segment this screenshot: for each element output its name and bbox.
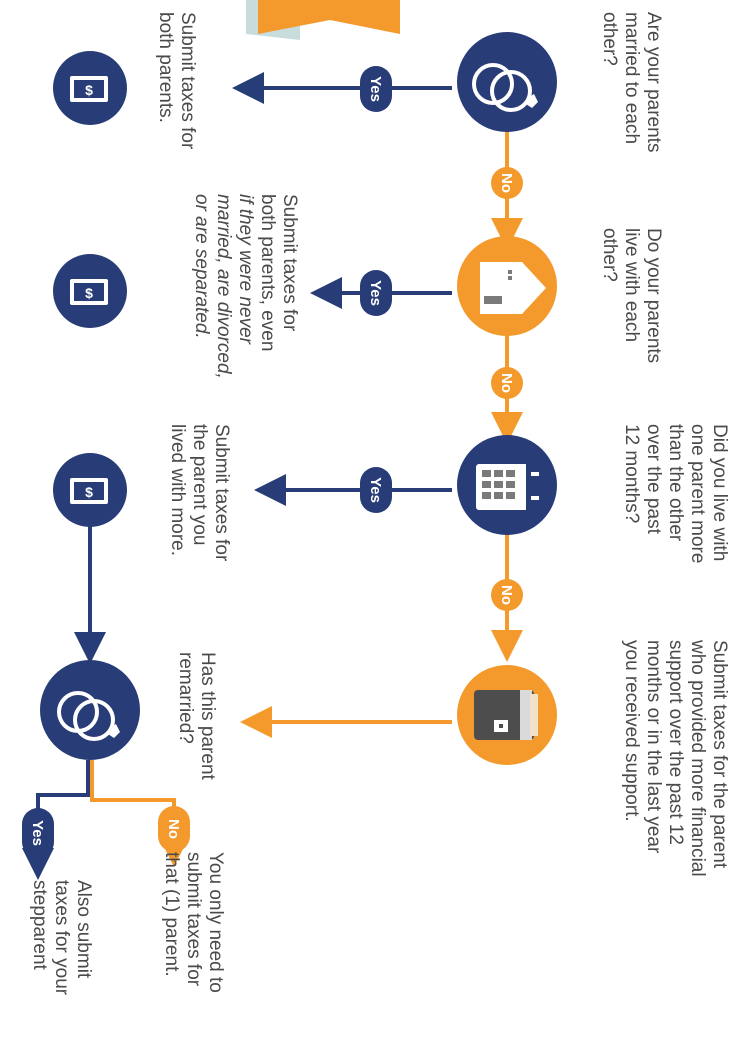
result-financial-support: Submit taxes for the parent who provided… bbox=[621, 640, 730, 877]
svg-text:Yes: Yes bbox=[367, 477, 384, 503]
badge-yes-2: Yes bbox=[360, 270, 392, 316]
svg-text:$: $ bbox=[85, 82, 93, 98]
result-stepparent: Also submit taxes for your stepparent bbox=[29, 880, 94, 996]
badge-yes-3: Yes bbox=[360, 467, 392, 513]
svg-text:Yes: Yes bbox=[29, 820, 46, 846]
badge-no-2: No bbox=[491, 367, 523, 399]
question-live-together: Do your parents live with each other? bbox=[599, 228, 664, 364]
result-parent-lived-with: Submit taxes for the parent you lived wi… bbox=[167, 424, 232, 562]
svg-text:No: No bbox=[498, 173, 515, 193]
question-lived-with-one: Did you live with one parent more than t… bbox=[621, 424, 730, 564]
result-one-parent: You only need to submit taxes for that (… bbox=[161, 852, 226, 993]
badge-yes-4: Yes bbox=[22, 808, 54, 858]
house-icon bbox=[457, 236, 557, 336]
question-married: Are your parents married to each other? bbox=[599, 12, 664, 153]
badge-no-1: No bbox=[491, 167, 523, 199]
money-bill-icon: $ bbox=[53, 453, 127, 527]
svg-text:No: No bbox=[498, 373, 515, 393]
svg-text:Yes: Yes bbox=[367, 280, 384, 306]
money-bill-icon: $ bbox=[53, 254, 127, 328]
question-remarried: Has this parent remarried? bbox=[175, 652, 218, 780]
header-banner-decoration bbox=[246, 0, 400, 40]
badge-no-4: No bbox=[158, 806, 190, 852]
svg-text:No: No bbox=[165, 819, 182, 839]
svg-text:$: $ bbox=[85, 285, 93, 301]
wedding-rings-icon bbox=[457, 32, 557, 132]
calendar-icon bbox=[457, 435, 557, 535]
money-bill-icon: $ bbox=[53, 51, 127, 125]
svg-text:$: $ bbox=[85, 484, 93, 500]
svg-text:Yes: Yes bbox=[367, 76, 384, 102]
result-both-parents-even: Submit taxes for both parents, even if t… bbox=[191, 194, 300, 379]
badge-no-3: No bbox=[491, 579, 523, 611]
badge-yes-1: Yes bbox=[360, 66, 392, 112]
wedding-rings-icon bbox=[40, 660, 140, 760]
wallet-icon bbox=[457, 665, 557, 765]
result-both-parents: Submit taxes for both parents. bbox=[155, 12, 198, 150]
svg-text:No: No bbox=[498, 585, 515, 605]
